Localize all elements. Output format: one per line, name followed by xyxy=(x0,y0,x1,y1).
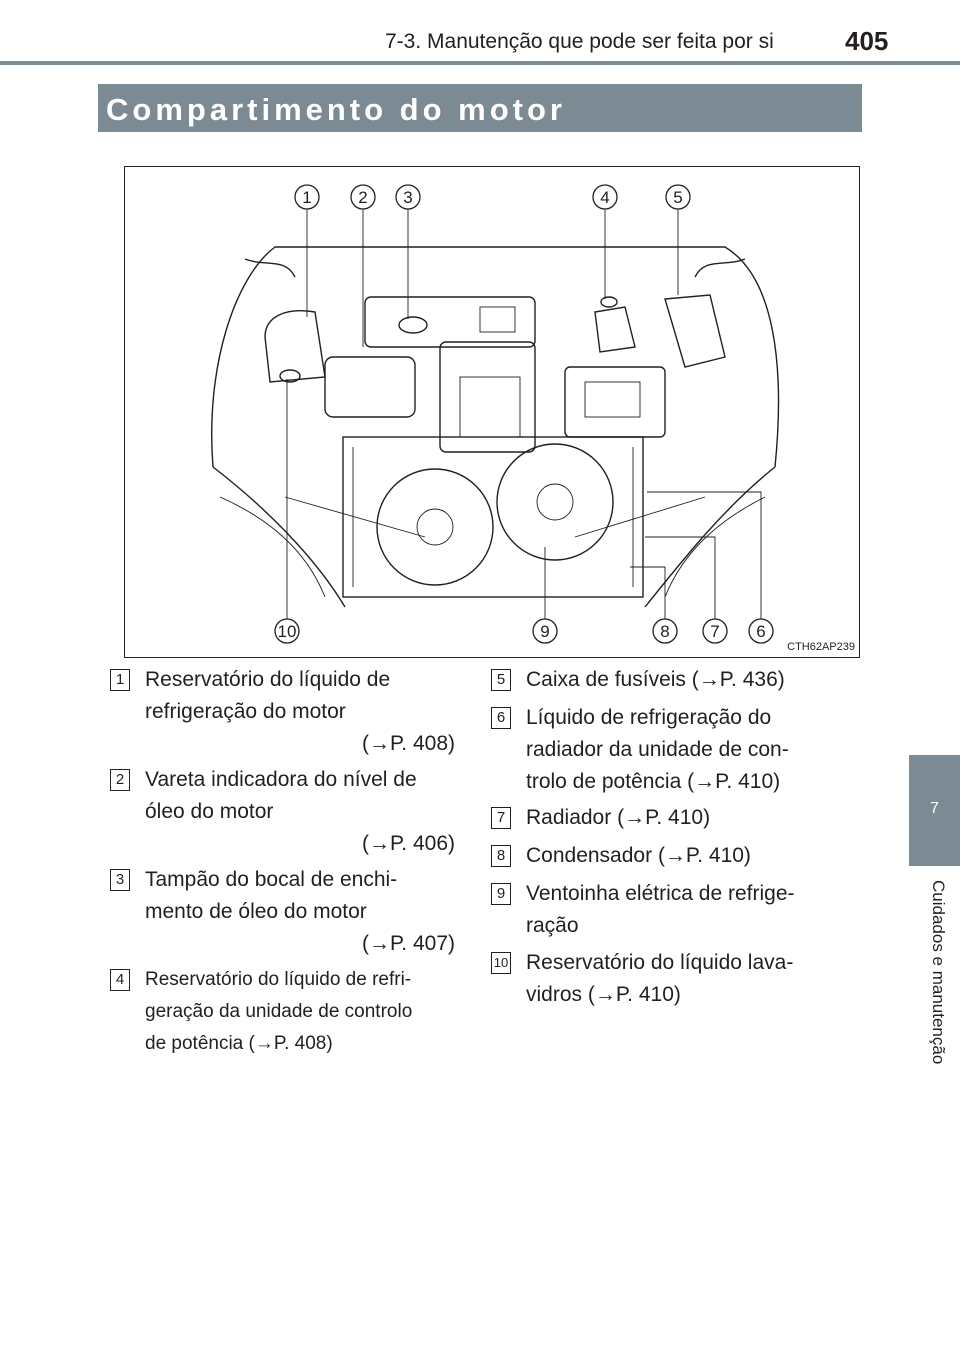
legend-line: Vareta indicadora do nível de xyxy=(145,768,417,791)
legend-line: de potência xyxy=(145,1033,244,1054)
running-header-title: 7-3. Manutenção que pode ser feita por s… xyxy=(385,30,774,53)
page-reference: (→P. 408) xyxy=(362,732,455,755)
chapter-tab[interactable] xyxy=(909,755,960,866)
callout-9: 9 xyxy=(532,618,558,644)
callout-6: 6 xyxy=(748,618,774,644)
page-reference: (→P. 436) xyxy=(691,668,785,691)
page-reference: (→P. 408) xyxy=(248,1033,333,1054)
legend-line: refrigeração do motor xyxy=(145,700,346,723)
callout-7: 7 xyxy=(702,618,728,644)
svg-text:6: 6 xyxy=(756,622,765,641)
legend-line: geração da unidade de controlo xyxy=(145,1001,413,1022)
legend-item-9: Ventoinha elétrica de refrige- ração xyxy=(526,878,852,942)
figure-code: CTH62AP239 xyxy=(787,641,855,653)
legend-line: óleo do motor xyxy=(145,800,274,823)
legend-line-with-ref: vidros (→P. 410) xyxy=(526,979,836,1011)
legend-number-box: 4 xyxy=(110,969,130,991)
svg-text:1: 1 xyxy=(302,188,311,207)
legend-item-4: Reservatório do líquido de refri- geraçã… xyxy=(145,964,460,1060)
legend-item-10: Reservatório do líquido lava- vidros (→P… xyxy=(526,947,852,1011)
callout-4: 4 xyxy=(592,184,618,210)
legend-item-6: Líquido de refrigeração do radiador da u… xyxy=(526,702,852,798)
callout-1: 1 xyxy=(294,184,320,210)
legend-line-with-ref: Condensador (→P. 410) xyxy=(526,840,836,872)
legend-line: vidros xyxy=(526,983,583,1006)
legend-line-with-ref: trolo de potência (→P. 410) xyxy=(526,766,836,798)
page-number: 405 xyxy=(845,26,889,56)
legend-line: Condensador xyxy=(526,844,653,867)
page-reference: (→P. 410) xyxy=(687,770,781,793)
page-reference: (→P. 410) xyxy=(617,806,711,829)
header-rule xyxy=(0,61,960,65)
legend-item-5: Caixa de fusíveis (→P. 436) xyxy=(526,664,836,696)
page-reference: (→P. 406) xyxy=(362,832,455,855)
legend-number-box: 10 xyxy=(491,952,511,974)
legend-line: trolo de potência xyxy=(526,770,682,793)
legend-line: Ventoinha elétrica de refrige- xyxy=(526,882,795,905)
legend-number-box: 9 xyxy=(491,883,511,905)
engine-compartment-figure: 1 2 3 4 5 10 9 8 7 6 CTH62AP239 xyxy=(124,166,860,658)
legend-number-box: 2 xyxy=(110,769,130,791)
page-reference: (→P. 407) xyxy=(362,932,455,955)
svg-text:8: 8 xyxy=(660,622,669,641)
legend-line-with-ref: Radiador (→P. 410) xyxy=(526,802,836,834)
legend-number-box: 3 xyxy=(110,869,130,891)
legend-item-7: Radiador (→P. 410) xyxy=(526,802,836,834)
legend-item-2: Vareta indicadora do nível de óleo do mo… xyxy=(145,764,455,860)
section-title: Compartimento do motor xyxy=(106,92,566,127)
engine-illustration: 1 2 3 4 5 10 9 8 7 6 xyxy=(211,184,780,644)
legend-line-with-ref: Caixa de fusíveis (→P. 436) xyxy=(526,664,836,696)
legend-line: Reservatório do líquido lava- xyxy=(526,951,794,974)
legend-line: Reservatório do líquido de refri- xyxy=(145,969,412,990)
legend-line: mento de óleo do motor xyxy=(145,900,367,923)
legend-line: Radiador xyxy=(526,806,612,829)
legend-line: Reservatório do líquido de xyxy=(145,668,391,691)
page-reference: (→P. 410) xyxy=(587,983,681,1006)
legend-number-box: 7 xyxy=(491,807,511,829)
legend-item-3: Tampão do bocal de enchi- mento de óleo … xyxy=(145,864,455,960)
legend-line-with-ref: de potência (→P. 408) xyxy=(145,1028,460,1060)
svg-text:2: 2 xyxy=(358,188,367,207)
legend-line: ração xyxy=(526,914,579,937)
callout-3: 3 xyxy=(395,184,421,210)
callout-10: 10 xyxy=(274,618,300,644)
section-title-band xyxy=(98,84,862,132)
legend-line: Líquido de refrigeração do xyxy=(526,706,772,729)
callout-2: 2 xyxy=(350,184,376,210)
callout-8: 8 xyxy=(652,618,678,644)
chapter-title-vertical: Cuidados e manutenção xyxy=(929,880,948,1065)
svg-text:5: 5 xyxy=(673,188,682,207)
callout-5: 5 xyxy=(665,184,691,210)
legend-line: Tampão do bocal de enchi- xyxy=(145,868,398,891)
svg-text:7: 7 xyxy=(710,622,719,641)
legend-number-box: 8 xyxy=(491,845,511,867)
legend-line: Caixa de fusíveis xyxy=(526,668,686,691)
legend-number-box: 1 xyxy=(110,669,130,691)
legend-number-box: 6 xyxy=(491,707,511,729)
page-reference: (→P. 410) xyxy=(657,844,751,867)
legend-item-8: Condensador (→P. 410) xyxy=(526,840,836,872)
svg-text:10: 10 xyxy=(278,622,297,641)
chapter-tab-number: 7 xyxy=(930,800,939,817)
svg-text:9: 9 xyxy=(540,622,549,641)
svg-text:4: 4 xyxy=(600,188,609,207)
legend-number-box: 5 xyxy=(491,669,511,691)
legend-line: radiador da unidade de con- xyxy=(526,738,789,761)
legend-item-1: Reservatório do líquido de refrigeração … xyxy=(145,664,455,760)
svg-text:3: 3 xyxy=(403,188,412,207)
